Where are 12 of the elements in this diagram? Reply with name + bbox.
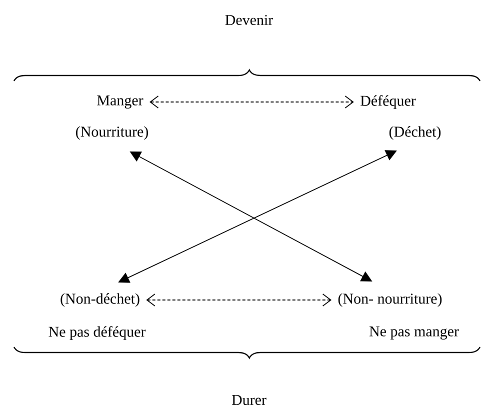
node-text: (Nourriture) (76, 126, 148, 140)
heading: Devenir (225, 14, 274, 26)
arrow (146, 294, 332, 306)
node-text: Ne pas déféquer (48, 326, 146, 340)
node-text: Ne pas manger (369, 326, 459, 340)
node-text: Manger (97, 95, 144, 109)
arrow (150, 96, 354, 108)
node-text: (Non- nourriture) (338, 293, 442, 307)
node-text: Déféquer (360, 95, 416, 109)
heading: Durer (232, 395, 266, 405)
node-text: (Déchet) (389, 126, 441, 140)
node-text: (Non-déchet) (60, 293, 140, 307)
